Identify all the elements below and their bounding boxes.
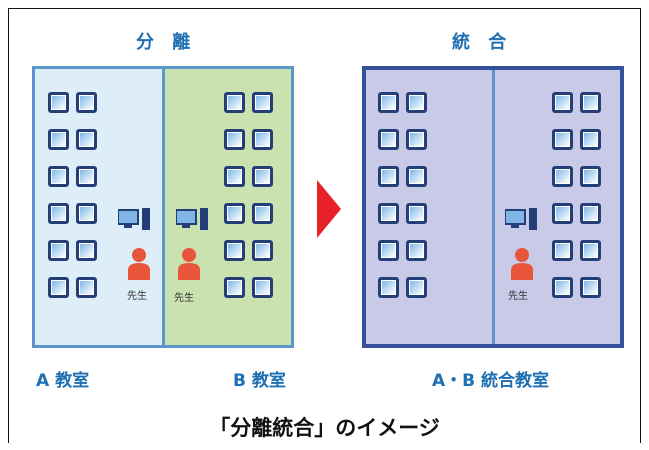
desk-icon: [552, 203, 573, 224]
teacher-icon: [178, 248, 200, 280]
computer-icon: [505, 208, 537, 230]
desk-icon: [76, 203, 97, 224]
combined-room-label: A・B 統合教室: [432, 371, 550, 391]
room-b-label: B 教室: [233, 371, 286, 391]
desk-icon: [580, 129, 601, 150]
computer-icon: [176, 208, 208, 230]
desk-icon: [378, 240, 399, 261]
room-divider: [162, 69, 165, 345]
desk-icon: [406, 129, 427, 150]
desk-icon: [252, 166, 273, 187]
desk-icon: [580, 277, 601, 298]
desk-icon: [580, 240, 601, 261]
desk-icon: [552, 277, 573, 298]
desk-icon: [552, 129, 573, 150]
desk-icon: [76, 166, 97, 187]
desk-icon: [252, 277, 273, 298]
arrow-right-icon: [317, 180, 341, 238]
computer-icon: [118, 208, 150, 230]
desk-icon: [552, 92, 573, 113]
desk-icon: [224, 129, 245, 150]
teacher-label: 先生: [127, 291, 147, 302]
desk-icon: [552, 166, 573, 187]
teacher-icon: [128, 248, 150, 280]
desk-icon: [76, 92, 97, 113]
desk-icon: [48, 240, 69, 261]
desk-icon: [552, 240, 573, 261]
desk-icon: [378, 277, 399, 298]
desk-icon: [224, 240, 245, 261]
desk-icon: [76, 277, 97, 298]
separated-classrooms-panel: [32, 66, 294, 348]
desk-icon: [378, 166, 399, 187]
desk-icon: [224, 203, 245, 224]
room-a-label: A 教室: [36, 371, 90, 391]
desk-icon: [406, 166, 427, 187]
desk-icon: [378, 203, 399, 224]
desk-icon: [580, 166, 601, 187]
frame-left-line: [8, 8, 9, 443]
desk-icon: [224, 92, 245, 113]
desk-icon: [406, 203, 427, 224]
desk-icon: [252, 240, 273, 261]
combined-room-divider: [492, 70, 495, 344]
desk-icon: [48, 203, 69, 224]
frame-right-line: [640, 8, 641, 443]
caption: 「分離統合」のイメージ: [209, 416, 440, 440]
desk-icon: [252, 203, 273, 224]
teacher-icon: [511, 248, 533, 280]
frame-top-line: [8, 8, 641, 9]
separation-title: 分 離: [136, 32, 197, 53]
desk-icon: [48, 166, 69, 187]
desk-icon: [406, 240, 427, 261]
desk-icon: [580, 92, 601, 113]
desk-icon: [406, 92, 427, 113]
desk-icon: [580, 203, 601, 224]
desk-icon: [224, 277, 245, 298]
desk-icon: [48, 277, 69, 298]
desk-icon: [224, 166, 245, 187]
desk-icon: [76, 240, 97, 261]
desk-icon: [378, 92, 399, 113]
desk-icon: [48, 92, 69, 113]
integration-title: 統 合: [452, 32, 513, 53]
desk-icon: [406, 277, 427, 298]
desk-icon: [252, 129, 273, 150]
desk-icon: [252, 92, 273, 113]
teacher-label: 先生: [508, 291, 528, 302]
desk-icon: [76, 129, 97, 150]
desk-icon: [48, 129, 69, 150]
teacher-label: 先生: [174, 293, 194, 304]
desk-icon: [378, 129, 399, 150]
